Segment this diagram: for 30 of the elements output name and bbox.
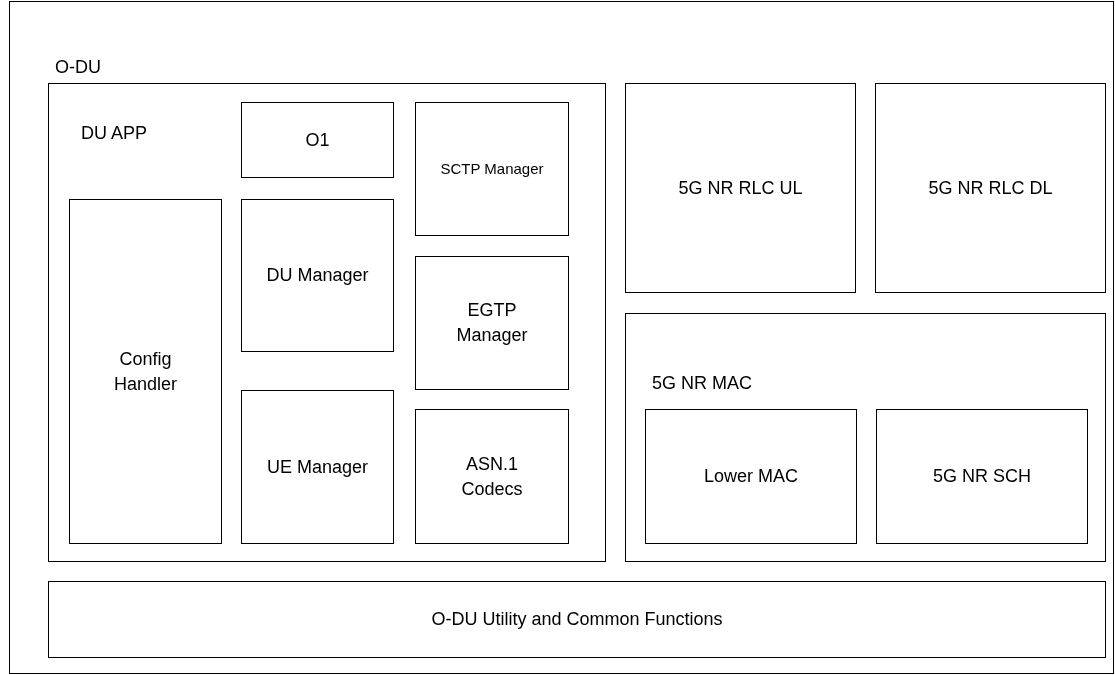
component-box <box>625 83 856 293</box>
component-label: 5G NR SCH <box>933 465 1031 489</box>
container-heading: O-DU <box>55 56 101 79</box>
container-box <box>625 313 1106 562</box>
component-label: EGTP Manager <box>455 299 529 347</box>
container-box <box>48 83 606 562</box>
component-label: DU Manager <box>266 264 369 288</box>
component-box <box>69 199 222 544</box>
component-label: ASN.1 Codecs <box>460 452 524 501</box>
component-box <box>645 409 857 544</box>
component-label: SCTP Manager <box>440 158 544 179</box>
container-heading: DU APP <box>81 122 148 145</box>
component-box <box>876 409 1088 544</box>
component-box <box>415 409 569 544</box>
component-label: 5G NR RLC UL <box>678 176 803 200</box>
component-box <box>241 390 394 544</box>
container-heading: 5G NR MAC <box>652 372 752 395</box>
component-box <box>415 256 569 390</box>
component-box <box>241 199 394 352</box>
component-box <box>48 581 1106 658</box>
component-label: O1 <box>305 128 330 152</box>
component-box <box>875 83 1106 293</box>
component-label: UE Manager <box>266 455 369 479</box>
component-box <box>241 102 394 178</box>
component-label: 5G NR RLC DL <box>928 176 1053 200</box>
container-box <box>9 1 1114 674</box>
component-label: Lower MAC <box>704 465 798 489</box>
component-label: Config Handler <box>112 347 178 396</box>
component-label: O-DU Utility and Common Functions <box>431 608 723 632</box>
component-box <box>415 102 569 236</box>
